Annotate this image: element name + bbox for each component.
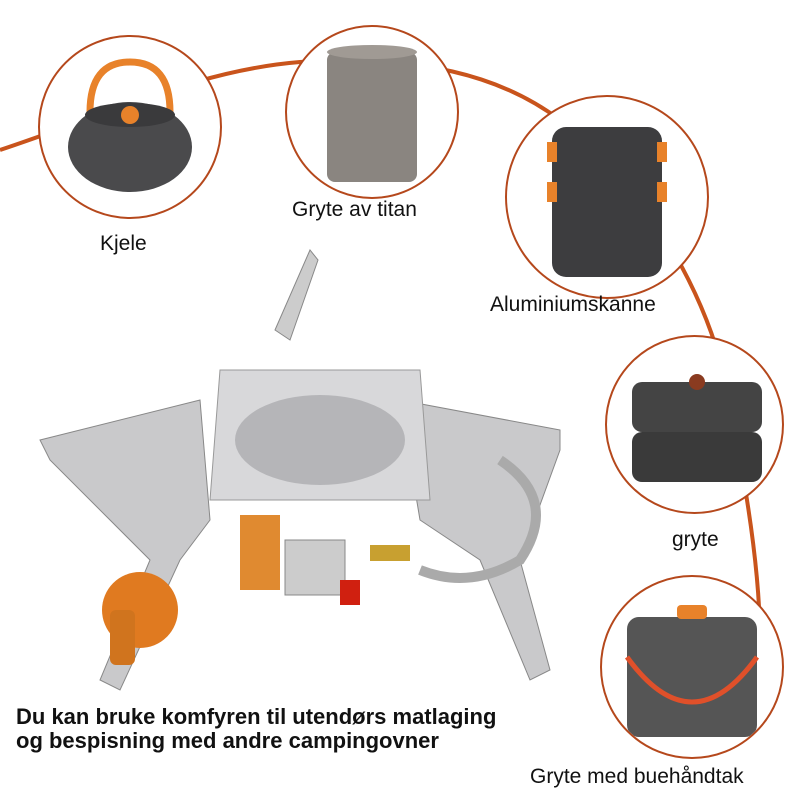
gryte-label: gryte [672,528,719,551]
kettle-label: Kjele [100,232,147,255]
kettle-circle [38,35,222,219]
aluminium-pot-image [547,127,667,277]
aluminium-label: Aluminiumskanne [490,293,656,316]
bail-pot-label: Gryte med buehåndtak [530,765,744,788]
gryte-circle [605,335,784,514]
aluminium-circle [505,95,709,299]
caption: Du kan bruke komfyren til utendørs matla… [16,705,496,753]
bail-pot-image [624,605,760,737]
bail-pot-circle [600,575,784,759]
titan-pot-label: Gryte av titan [292,198,417,221]
caption-line-2: og bespisning med andre campingovner [16,728,439,753]
titan-pot-image [327,45,417,182]
caption-line-1: Du kan bruke komfyren til utendørs matla… [16,704,497,729]
gryte-image [632,374,762,482]
titan-pot-circle [285,25,459,199]
kettle-image [68,58,192,192]
